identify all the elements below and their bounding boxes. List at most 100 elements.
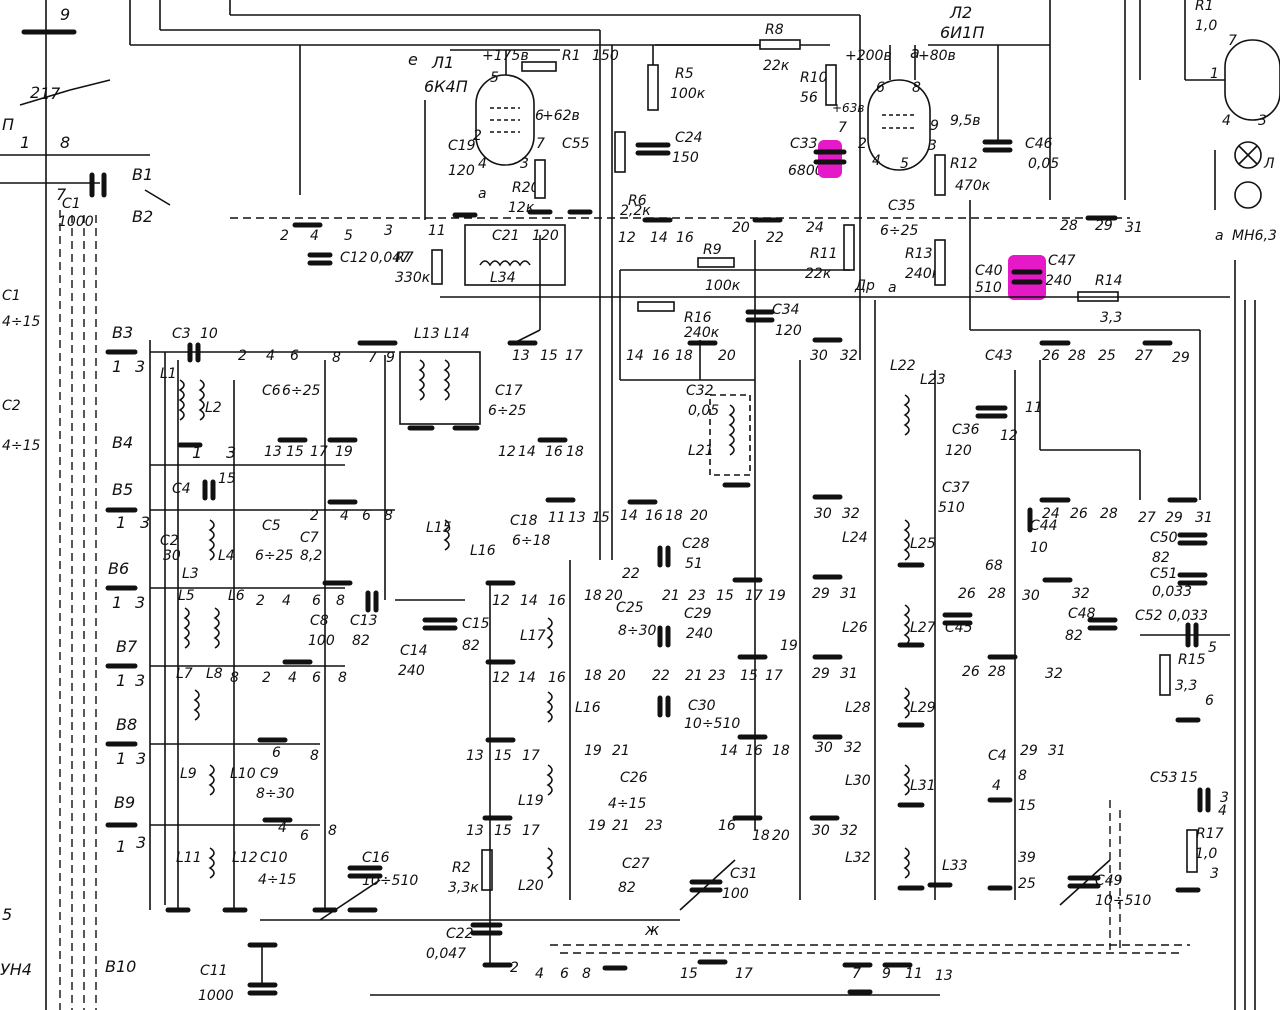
coil-l1-label: L1	[160, 366, 177, 382]
svg-text:3: 3	[135, 671, 145, 690]
svg-text:28: 28	[1100, 506, 1118, 522]
c27-label: C27	[622, 856, 650, 872]
svg-text:12: 12	[498, 444, 516, 460]
svg-text:6: 6	[876, 80, 885, 96]
c51-label: C51	[1150, 566, 1178, 582]
svg-text:22: 22	[622, 566, 640, 582]
c43-label: C43	[985, 348, 1013, 364]
c49-label: C49	[1095, 873, 1123, 889]
svg-text:16: 16	[548, 670, 566, 686]
node-a-label-l2: а	[888, 280, 897, 296]
svg-text:26: 26	[1042, 348, 1060, 364]
c4-value: 15	[218, 471, 236, 487]
coil-l28-label: L28	[845, 700, 871, 716]
svg-text:7: 7	[1228, 33, 1237, 49]
svg-text:4÷15: 4÷15	[2, 314, 41, 330]
r12-value: 470к	[955, 178, 991, 194]
c6-value: 6÷25	[282, 383, 321, 399]
svg-text:30: 30	[812, 823, 830, 839]
svg-text:3: 3	[928, 138, 937, 154]
svg-text:18: 18	[675, 348, 693, 364]
svg-text:2: 2	[473, 128, 482, 144]
tube-l2-anode-voltage: +80в	[918, 48, 956, 64]
svg-text:17: 17	[565, 348, 583, 364]
svg-text:8: 8	[230, 670, 239, 686]
svg-text:8: 8	[1018, 768, 1027, 784]
c40-value: 510	[975, 280, 1002, 296]
svg-text:28: 28	[988, 664, 1006, 680]
svg-text:4: 4	[1222, 113, 1231, 129]
r13-label: R13	[905, 246, 933, 262]
c17-label: C17	[495, 383, 523, 399]
tube-l1-screen-voltage: +62в	[542, 108, 580, 124]
c21-value: 120	[532, 228, 559, 244]
svg-text:18: 18	[566, 444, 584, 460]
svg-text:13: 13	[466, 823, 484, 839]
svg-text:8: 8	[332, 350, 341, 366]
svg-text:3: 3	[384, 223, 393, 239]
svg-text:5: 5	[1208, 640, 1217, 656]
c24-label: C24	[675, 130, 703, 146]
svg-text:68: 68	[985, 558, 1003, 574]
svg-text:29: 29	[812, 666, 830, 682]
r14-value: 3,3	[1100, 310, 1122, 326]
c8-label: C8	[310, 613, 329, 629]
svg-text:12: 12	[1000, 428, 1018, 444]
svg-text:6: 6	[535, 108, 544, 124]
svg-text:22: 22	[766, 230, 784, 246]
c22-label: C22	[446, 926, 474, 942]
c34-value: 120	[775, 323, 802, 339]
svg-text:28: 28	[1060, 218, 1078, 234]
svg-text:32: 32	[840, 823, 858, 839]
unit-label-p: П	[2, 115, 14, 134]
c5-label: C5	[262, 518, 281, 534]
r8-label: R8	[765, 22, 784, 38]
svg-text:15: 15	[1018, 798, 1036, 814]
svg-text:17: 17	[310, 444, 328, 460]
c31-value: 100	[722, 886, 749, 902]
c5-value: 6÷25	[255, 548, 294, 564]
svg-text:17: 17	[522, 748, 540, 764]
tube-l2-ref: Л2	[949, 3, 972, 22]
c10-label: C10	[260, 850, 288, 866]
c46-label: C46	[1025, 136, 1053, 152]
svg-text:32: 32	[1045, 666, 1063, 682]
svg-text:2: 2	[858, 136, 867, 152]
svg-text:14: 14	[650, 230, 668, 246]
svg-text:3: 3	[136, 749, 146, 768]
c35-label: C35	[888, 198, 916, 214]
svg-text:14: 14	[518, 670, 536, 686]
svg-text:3: 3	[1258, 113, 1267, 129]
svg-text:1: 1	[192, 443, 202, 462]
c52-label: C52	[1135, 608, 1163, 624]
coil-l16-label-a: L16	[470, 543, 496, 559]
svg-text:8: 8	[336, 593, 345, 609]
svg-text:19: 19	[768, 588, 786, 604]
svg-text:4: 4	[340, 508, 349, 524]
svg-text:2: 2	[30, 83, 40, 102]
c15-value: 82	[462, 638, 480, 654]
svg-text:4: 4	[872, 153, 881, 169]
svg-text:32: 32	[844, 740, 862, 756]
svg-text:18: 18	[665, 508, 683, 524]
coil-l30-label: L30	[845, 773, 871, 789]
r6-label: R6	[628, 193, 647, 209]
svg-text:3: 3	[1210, 866, 1219, 882]
svg-text:4: 4	[310, 228, 319, 244]
svg-text:C1: C1	[2, 288, 21, 304]
svg-text:6: 6	[290, 348, 299, 364]
svg-text:17: 17	[40, 84, 61, 103]
c11-value: 1000	[198, 988, 234, 1004]
r6-value: 2,2к	[620, 203, 651, 219]
coil-l10-label: L10	[230, 766, 256, 782]
svg-text:15: 15	[680, 966, 698, 982]
svg-text:4: 4	[266, 348, 275, 364]
svg-text:R1: R1	[1195, 0, 1214, 14]
c3-label: C3	[172, 326, 191, 342]
coil-l6-label: L6	[228, 588, 245, 604]
r1-value: 150	[592, 48, 619, 64]
tube-l1-type: 6К4П	[424, 77, 468, 96]
